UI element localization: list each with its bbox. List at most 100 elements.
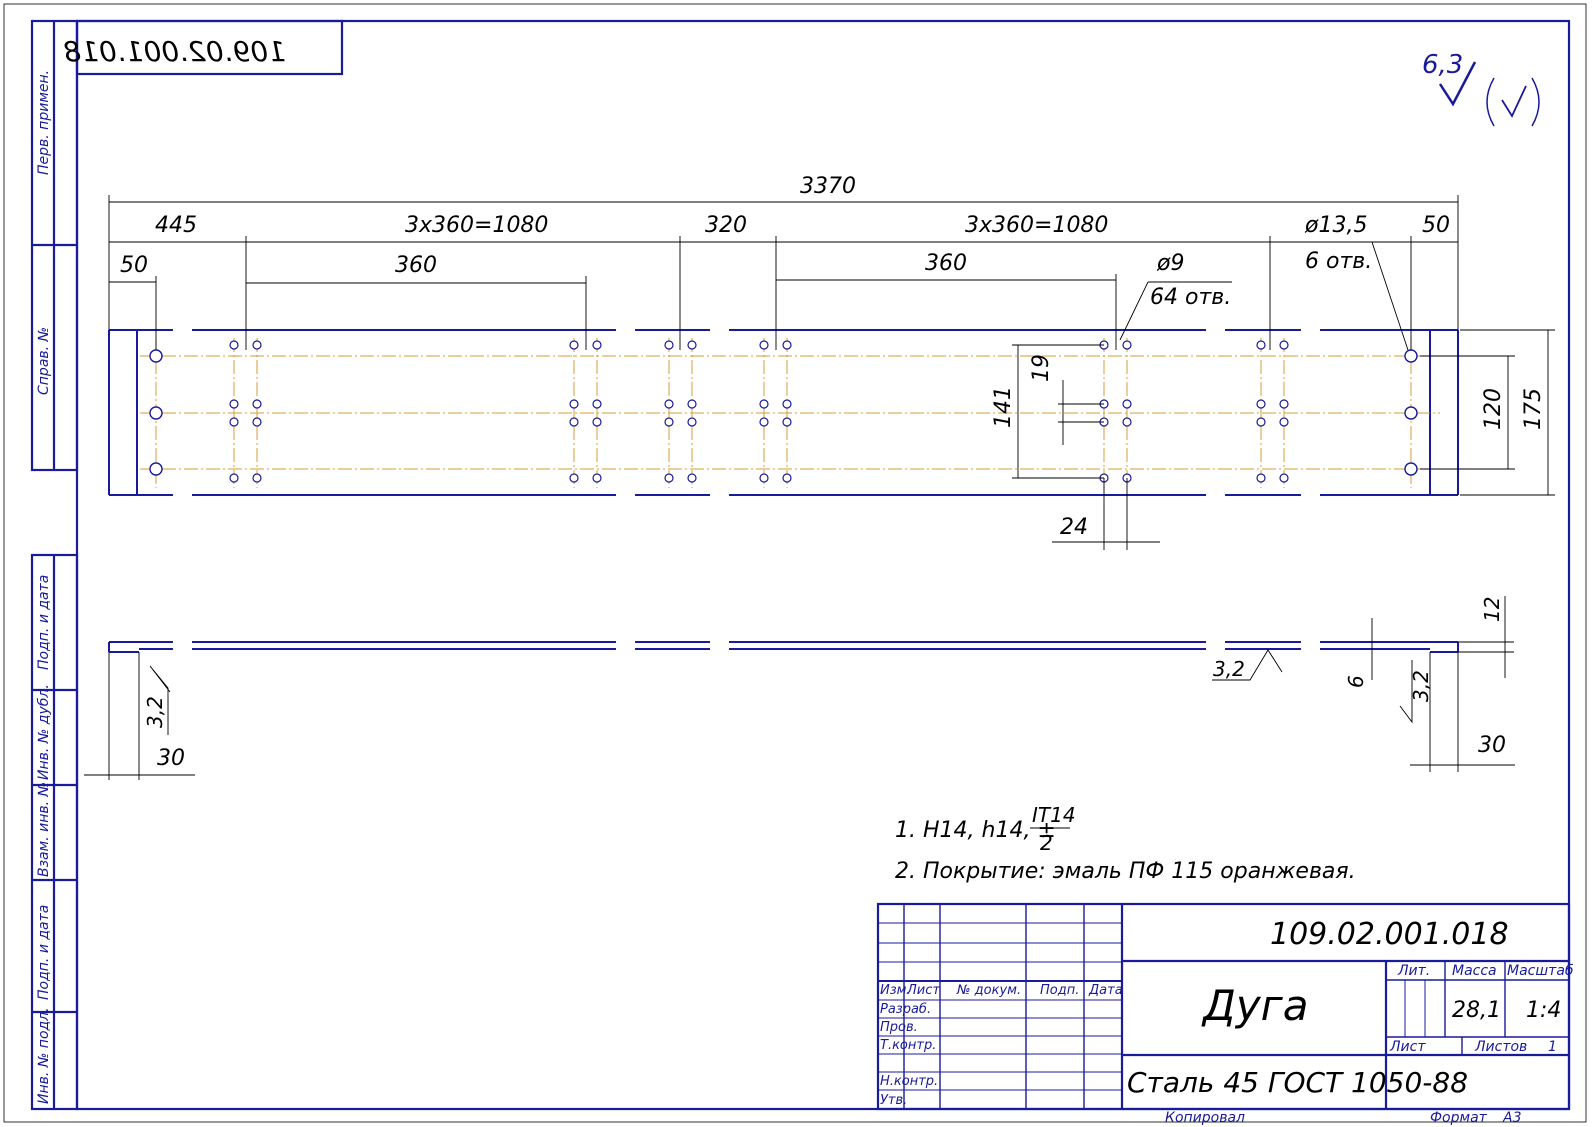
stamp-podp-data-1: Подп. и дата bbox=[36, 575, 52, 670]
small-hole bbox=[782, 399, 792, 409]
small-hole bbox=[229, 417, 239, 427]
stamp-perv-primen: Перв. примен. bbox=[36, 70, 52, 175]
tb-izm: Изм. bbox=[880, 983, 911, 998]
title-block: Изм. Лист № докум. Подп. Дата Разраб. Пр… bbox=[876, 902, 1574, 1111]
note-2: 2. Покрытие: эмаль ПФ 115 оранжевая. bbox=[895, 859, 1356, 884]
roughness-3-2-right: 3,2 bbox=[1409, 670, 1433, 702]
small-hole bbox=[687, 399, 697, 409]
stamp-inv-podl: Инв. № подл. bbox=[36, 1007, 52, 1104]
note-1-numerator: IT14 bbox=[1032, 803, 1076, 827]
designation-mirrored: 109.02.001.018 bbox=[63, 35, 286, 68]
small-hole bbox=[252, 417, 262, 427]
small-hole bbox=[569, 417, 579, 427]
tb-list-label: Лист bbox=[1389, 1039, 1426, 1055]
tb-scale: 1:4 bbox=[1526, 998, 1561, 1023]
roughness-value: 6,3 bbox=[1422, 50, 1463, 80]
dim-phi135: ø13,5 bbox=[1304, 213, 1367, 238]
dim-3x360-b: 3x360=1080 bbox=[965, 213, 1108, 238]
tb-sheets-count: 1 bbox=[1548, 1039, 1557, 1055]
small-hole bbox=[664, 473, 674, 483]
tb-material: Сталь 45 ГОСТ 1050-88 bbox=[1127, 1066, 1468, 1099]
small-hole bbox=[229, 340, 239, 350]
stamp-vzam-inv: Взам. инв. № bbox=[36, 782, 52, 877]
side-view: 30 3,2 3,2 12 6 3,2 30 bbox=[84, 596, 1515, 780]
dim-12: 12 bbox=[1480, 597, 1504, 622]
tb-nkontr: Н.контр. bbox=[880, 1074, 938, 1089]
small-hole bbox=[782, 340, 792, 350]
dim-phi9: ø9 bbox=[1156, 251, 1184, 276]
dim-holes64: 64 отв. bbox=[1150, 285, 1231, 310]
tb-mass: 28,1 bbox=[1452, 998, 1501, 1023]
small-hole bbox=[592, 417, 602, 427]
small-hole bbox=[252, 473, 262, 483]
format-value: A3 bbox=[1502, 1110, 1521, 1126]
small-hole bbox=[569, 340, 579, 350]
dim-30-left: 30 bbox=[157, 746, 185, 771]
note-1-prefix: 1. H14, h14, ± bbox=[895, 818, 1056, 843]
small-hole bbox=[759, 340, 769, 350]
small-hole bbox=[687, 417, 697, 427]
stamp-inv-dubl: Инв. № дубл. bbox=[36, 684, 52, 780]
dim-50-right: 50 bbox=[1422, 213, 1450, 238]
small-hole bbox=[1256, 473, 1266, 483]
large-hole bbox=[1404, 406, 1418, 420]
small-hole bbox=[664, 340, 674, 350]
side-stamp-lower: Подп. и дата Инв. № дубл. Взам. инв. № П… bbox=[30, 553, 79, 1111]
tb-utv: Утв. bbox=[880, 1093, 907, 1108]
small-hole bbox=[782, 473, 792, 483]
tb-lit-label: Лит. bbox=[1397, 963, 1430, 979]
large-hole bbox=[149, 462, 163, 476]
small-hole bbox=[1122, 340, 1132, 350]
dim-445: 445 bbox=[155, 213, 197, 238]
small-hole bbox=[664, 399, 674, 409]
large-holes bbox=[149, 349, 1418, 476]
small-hole bbox=[592, 399, 602, 409]
dim-320: 320 bbox=[705, 213, 747, 238]
small-hole bbox=[1279, 340, 1289, 350]
tb-prov: Пров. bbox=[880, 1020, 918, 1035]
small-hole bbox=[229, 399, 239, 409]
tb-mass-label: Масса bbox=[1452, 963, 1497, 979]
small-hole bbox=[592, 473, 602, 483]
small-hole bbox=[569, 399, 579, 409]
tb-razrab: Разраб. bbox=[880, 1002, 931, 1017]
dim-6: 6 bbox=[1344, 675, 1368, 688]
plan-view bbox=[108, 329, 1459, 496]
tb-tkontr: Т.контр. bbox=[880, 1038, 936, 1053]
small-hole bbox=[592, 340, 602, 350]
small-hole bbox=[1279, 399, 1289, 409]
roughness-3-2-mid: 3,2 bbox=[1213, 657, 1245, 681]
dim-holes6: 6 отв. bbox=[1305, 249, 1372, 274]
dim-175: 175 bbox=[1521, 388, 1546, 430]
dim-360-a: 360 bbox=[395, 253, 437, 278]
tb-sign: Подп. bbox=[1040, 983, 1079, 998]
tb-list: Лист bbox=[906, 983, 940, 998]
dim-120: 120 bbox=[1481, 388, 1506, 430]
trim-frame bbox=[3, 3, 1587, 1123]
large-hole bbox=[1404, 349, 1418, 363]
small-hole bbox=[782, 417, 792, 427]
small-holes bbox=[229, 340, 1289, 483]
format-label: Формат bbox=[1430, 1110, 1488, 1126]
small-hole bbox=[687, 340, 697, 350]
stamp-podp-data-2: Подп. и дата bbox=[36, 905, 52, 1000]
small-hole bbox=[759, 417, 769, 427]
small-hole bbox=[252, 340, 262, 350]
tb-doc: № докум. bbox=[956, 983, 1021, 998]
dim-overall: 3370 bbox=[800, 174, 856, 199]
tb-date: Дата bbox=[1088, 983, 1123, 998]
copied-label: Копировал bbox=[1165, 1110, 1245, 1126]
side-stamp-upper: Перв. примен. Справ. № bbox=[30, 19, 79, 472]
small-hole bbox=[759, 399, 769, 409]
small-hole bbox=[1256, 399, 1266, 409]
roughness-symbol: 6,3 bbox=[1422, 50, 1540, 127]
dim-24: 24 bbox=[1060, 515, 1088, 540]
dim-50-left: 50 bbox=[120, 253, 148, 278]
dim-360-b: 360 bbox=[925, 251, 967, 276]
small-hole bbox=[664, 417, 674, 427]
small-hole bbox=[759, 473, 769, 483]
roughness-3-2-left: 3,2 bbox=[143, 696, 167, 728]
tb-scale-label: Масштаб bbox=[1507, 963, 1574, 979]
small-hole bbox=[1256, 417, 1266, 427]
